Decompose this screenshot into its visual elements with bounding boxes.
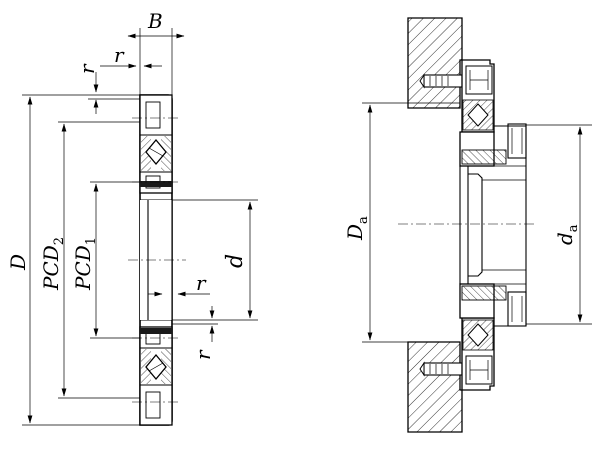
upper-ring-section: [132, 94, 180, 194]
label-PCD2-text: PCD: [39, 245, 63, 291]
label-PCD2: PCD2: [39, 237, 67, 291]
svg-text:PCD2: PCD2: [39, 237, 67, 291]
label-Da-sub: a: [356, 216, 371, 224]
housing-bolt-top: [419, 73, 469, 89]
label-da-sub: a: [566, 224, 581, 232]
lower-ring-section: [132, 326, 180, 426]
label-da: da: [553, 224, 581, 245]
left-view-bearing-section: [128, 94, 186, 426]
label-Da: Da: [343, 216, 371, 241]
svg-text:Da: Da: [343, 216, 371, 241]
label-PCD2-sub: 2: [52, 237, 67, 245]
label-r-top-vertical: r: [75, 63, 99, 74]
left-view-dimensions: [22, 28, 258, 426]
label-PCD1: PCD1: [71, 237, 99, 291]
label-PCD1-sub: 1: [84, 237, 99, 245]
outer-ring-top: [461, 59, 495, 133]
shaft-body: [459, 124, 527, 327]
right-view-dimensions: [362, 102, 592, 343]
right-view-mounting-section: [398, 17, 536, 433]
housing-top: [407, 17, 463, 109]
label-Da-text: D: [343, 224, 367, 241]
label-PCD1-text: PCD: [71, 245, 95, 291]
label-r-bottom-vertical: r: [191, 349, 215, 360]
outer-ring-bottom: [461, 317, 495, 391]
inner-ring-top: [459, 123, 527, 167]
housing-bottom: [407, 341, 463, 433]
label-da-text: d: [553, 232, 577, 245]
inner-ring-bottom: [459, 283, 527, 327]
housing-bolt-bottom: [419, 361, 469, 377]
svg-text:PCD1: PCD1: [71, 237, 99, 291]
label-r-bottom-horizontal: r: [196, 271, 207, 295]
svg-text:da: da: [553, 224, 581, 245]
label-B: B: [147, 9, 163, 33]
label-D: D: [6, 254, 30, 271]
label-r-top-horizontal: r: [114, 43, 125, 67]
label-d: d: [223, 254, 248, 268]
